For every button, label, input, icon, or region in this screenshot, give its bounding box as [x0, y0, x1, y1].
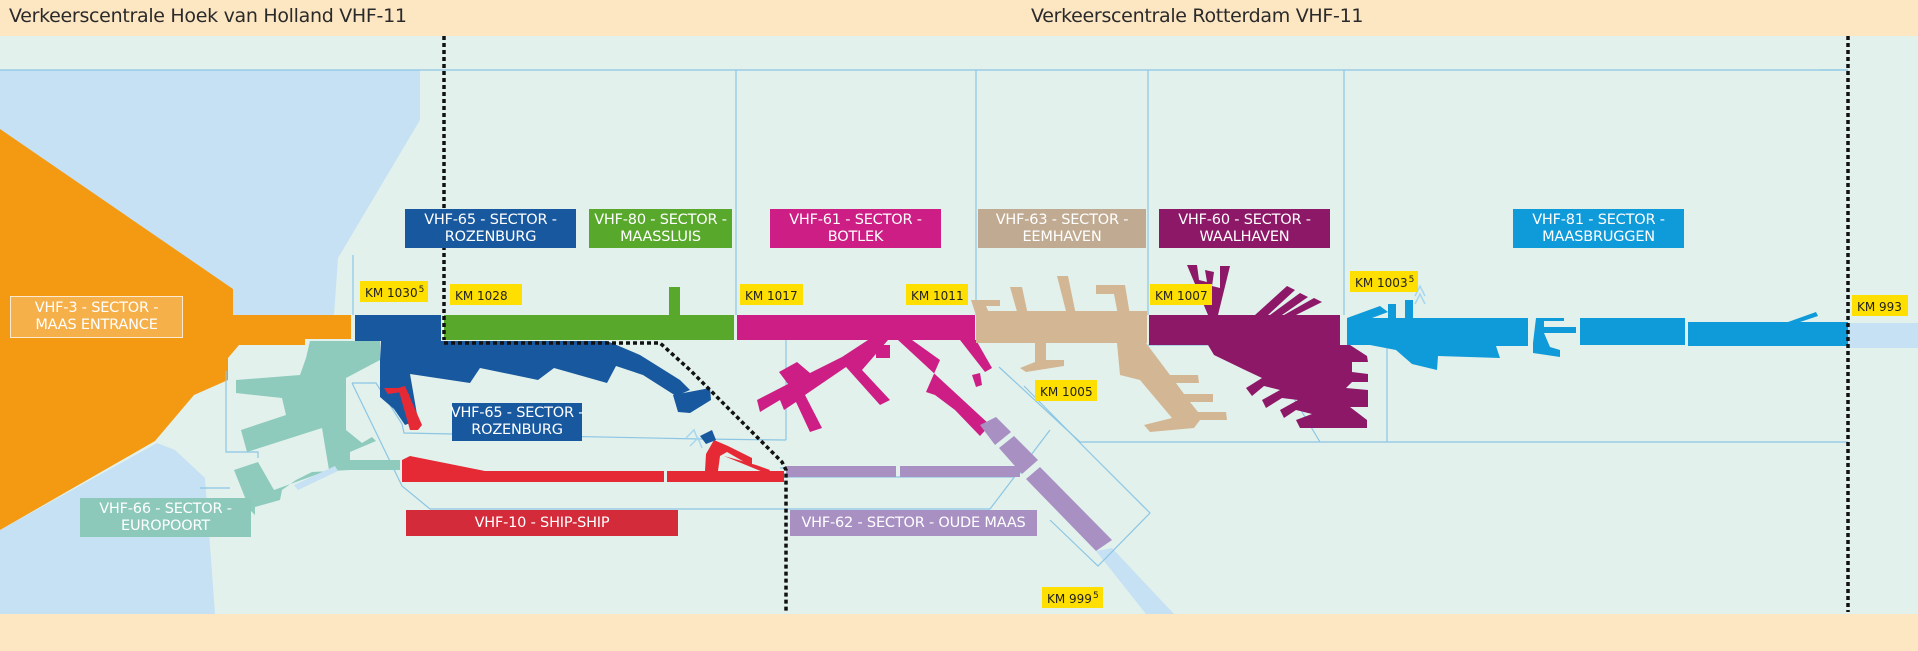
km-marker-1030-5: KM 10305: [360, 281, 429, 302]
sector-label-vhf-80: VHF-80 - SECTOR - MAASSLUIS: [589, 209, 732, 248]
vhf-63-area: [971, 276, 1227, 432]
sector-label-line1: VHF-60 - SECTOR -: [1178, 211, 1311, 228]
km-marker-text: KM 1017: [745, 289, 798, 303]
rozenburg-spur: [700, 430, 716, 444]
sector-label-vhf-65-mid: VHF-65 - SECTOR - ROZENBURG: [450, 403, 584, 441]
vhf-65-area: [355, 315, 711, 425]
vhf-61-area: [737, 315, 992, 436]
sector-label-line2: EUROPOORT: [121, 517, 210, 534]
footer-band: [0, 614, 1918, 651]
sector-label-line1: VHF-62 - SECTOR - OUDE MAAS: [801, 514, 1026, 531]
sector-label-line2: EEMHAVEN: [1022, 228, 1102, 245]
header-band: [0, 0, 1918, 36]
sector-label-line2: MAAS ENTRANCE: [35, 317, 158, 333]
harbour-map: [0, 36, 1918, 614]
sector-label-vhf-63: VHF-63 - SECTOR - EEMHAVEN: [978, 209, 1146, 248]
sector-label-vhf-65-top: VHF-65 - SECTOR - ROZENBURG: [405, 209, 576, 248]
sector-label-line1: VHF-3 - SECTOR -: [34, 300, 159, 316]
oude-maas-river: [1096, 548, 1174, 614]
europoort-water-strip: [294, 466, 338, 490]
km-marker-superscript: 5: [1408, 275, 1415, 285]
km-marker-1007: KM 1007: [1150, 284, 1212, 305]
km-marker-1005: KM 1005: [1035, 380, 1097, 401]
traffic-centre-hoek-van-holland-title: Verkeerscentrale Hoek van Holland VHF-11: [9, 5, 407, 27]
vts-boundary-dotted: [442, 36, 1850, 612]
km-marker-text: KM 1007: [1155, 289, 1208, 303]
km-marker-993: KM 993: [1852, 295, 1908, 316]
sector-label-line1: VHF-65 - SECTOR -: [450, 405, 584, 421]
vhf-10-area: [384, 386, 784, 482]
sector-label-vhf-10: VHF-10 - SHIP-SHIP: [406, 510, 678, 536]
km-marker-text: KM 1005: [1040, 385, 1093, 399]
sector-label-vhf-3: VHF-3 - SECTOR - MAAS ENTRANCE: [10, 296, 183, 338]
vhf-80-area: [444, 287, 734, 340]
vhf-81-area: [1347, 300, 1848, 370]
sector-label-line1: VHF-61 - SECTOR -: [789, 211, 922, 228]
sector-label-line1: VHF-80 - SECTOR -: [594, 211, 727, 228]
sector-label-line2: BOTLEK: [827, 228, 884, 245]
km-marker-text: KM 1030: [365, 286, 418, 300]
km-marker-1017: KM 1017: [740, 284, 803, 305]
sector-label-line1: VHF-66 - SECTOR -: [99, 500, 232, 517]
km-marker-superscript: 5: [418, 285, 425, 295]
km-marker-text: KM 993: [1857, 300, 1902, 314]
km-marker-superscript: 5: [1092, 591, 1099, 601]
sector-label-line1: VHF-65 - SECTOR -: [424, 211, 557, 228]
sector-label-vhf-62: VHF-62 - SECTOR - OUDE MAAS: [790, 510, 1037, 536]
sector-label-line1: VHF-10 - SHIP-SHIP: [474, 514, 610, 531]
sector-label-line2: ROZENBURG: [444, 228, 537, 245]
km-marker-1028: KM 1028: [450, 284, 522, 305]
km-marker-text: KM 1028: [455, 289, 508, 303]
river-upstream: [1848, 323, 1918, 348]
sector-label-vhf-81: VHF-81 - SECTOR - MAASBRUGGEN: [1513, 209, 1684, 248]
km-marker-1011: KM 1011: [906, 284, 968, 305]
sector-label-line2: WAALHAVEN: [1199, 228, 1290, 245]
traffic-centre-rotterdam-title: Verkeerscentrale Rotterdam VHF-11: [1031, 5, 1364, 27]
sector-label-line2: ROZENBURG: [471, 422, 563, 438]
km-marker-text: KM 999: [1047, 592, 1092, 606]
vhf-66-area: [234, 341, 400, 515]
km-marker-999-5: KM 9995: [1042, 587, 1103, 608]
sector-label-vhf-60: VHF-60 - SECTOR - WAALHAVEN: [1159, 209, 1330, 248]
sector-label-vhf-61: VHF-61 - SECTOR - BOTLEK: [770, 209, 941, 248]
km-marker-1003-5: KM 10035: [1350, 271, 1419, 292]
sector-label-vhf-66: VHF-66 - SECTOR - EUROPOORT: [80, 498, 251, 537]
direction-chevrons: [685, 284, 1426, 449]
sector-label-line1: VHF-81 - SECTOR -: [1532, 211, 1665, 228]
km-marker-text: KM 1011: [911, 289, 964, 303]
km-marker-text: KM 1003: [1355, 276, 1408, 290]
sector-label-line1: VHF-63 - SECTOR -: [995, 211, 1129, 228]
sector-label-line2: MAASBRUGGEN: [1542, 228, 1655, 245]
vhf-62-area: [786, 417, 1112, 551]
sector-label-line2: MAASSLUIS: [620, 228, 701, 245]
